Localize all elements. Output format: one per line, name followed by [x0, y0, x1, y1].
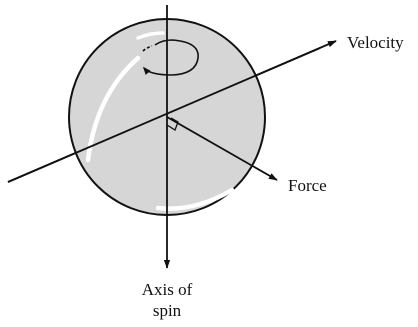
spin-axis-label-line2: spin [153, 301, 182, 320]
velocity-label: Velocity [347, 33, 404, 52]
spin-axis-label-line1: Axis of [142, 280, 193, 299]
force-label: Force [288, 176, 327, 195]
